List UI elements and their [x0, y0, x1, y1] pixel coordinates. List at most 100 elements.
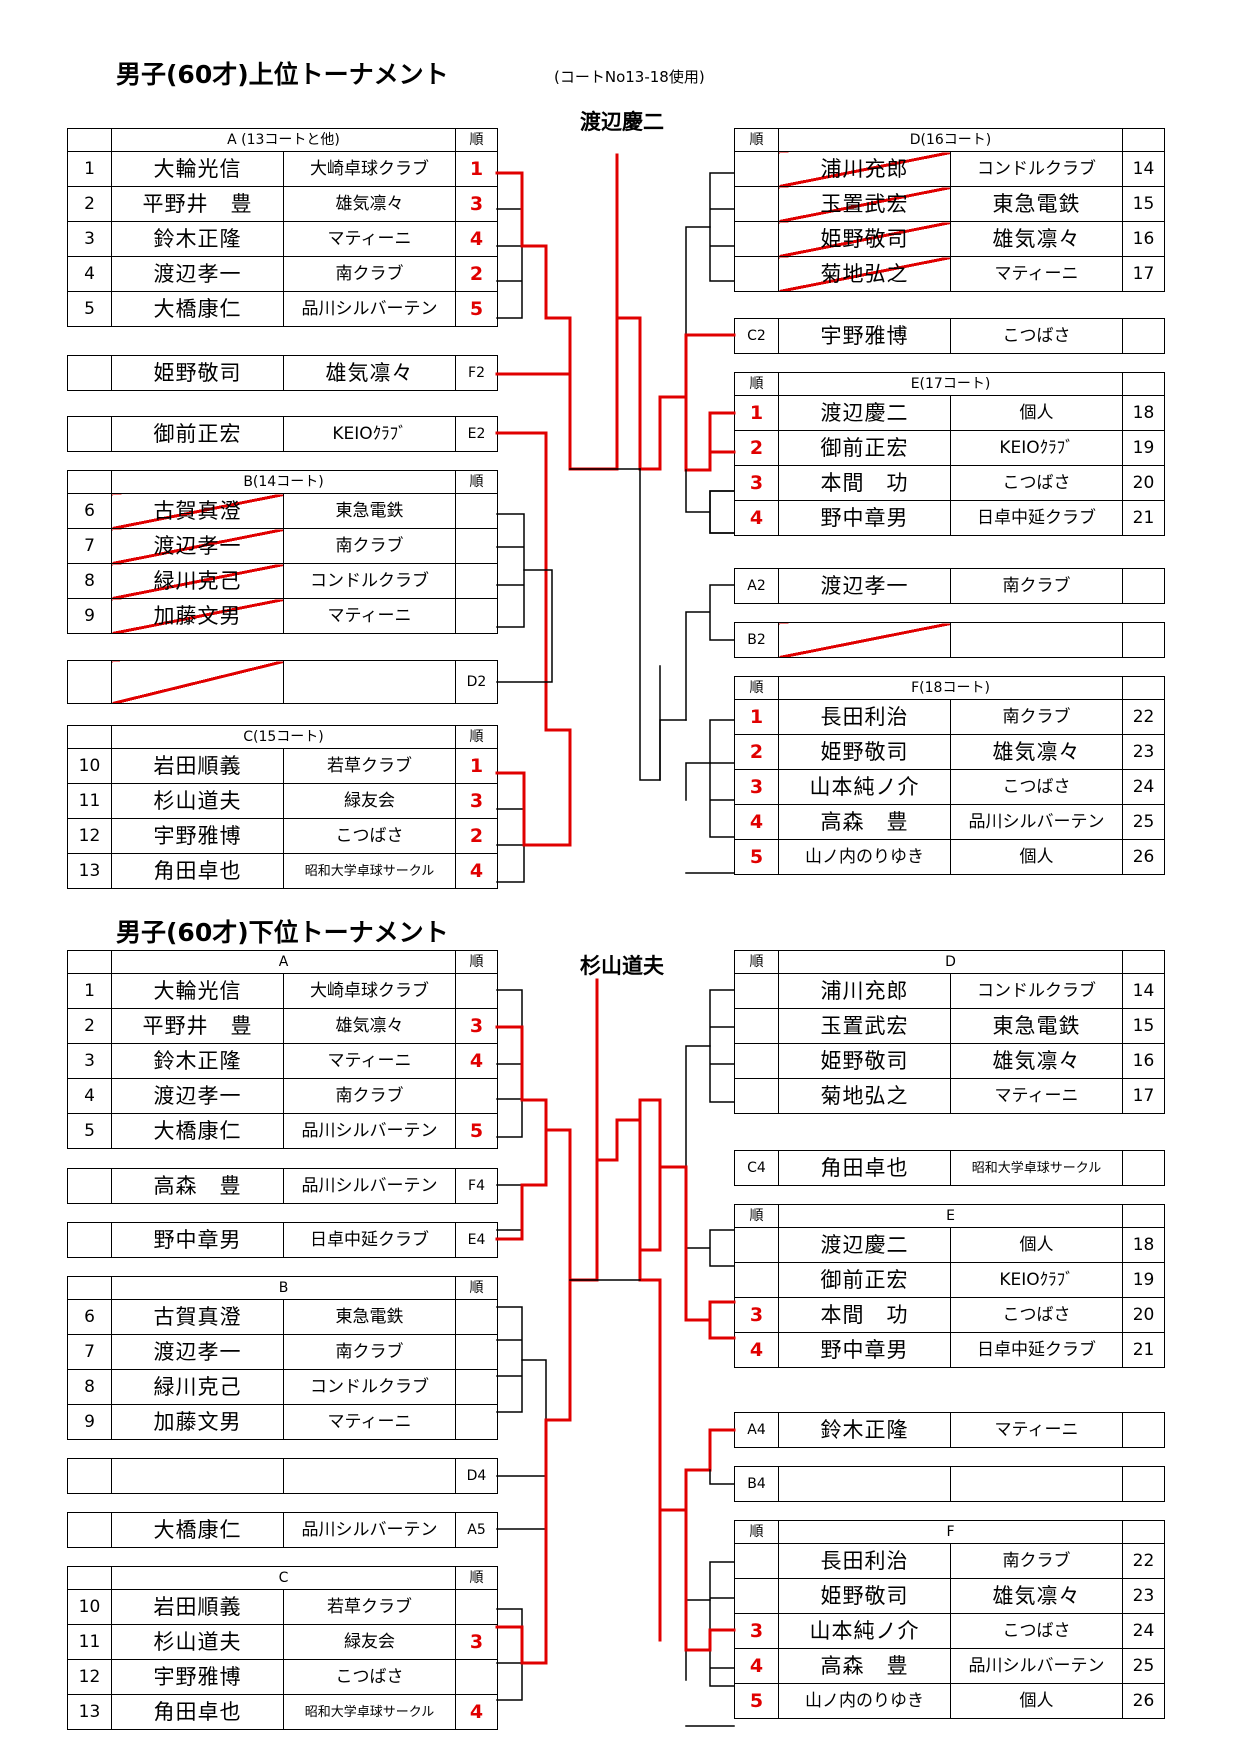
slot-club: 品川シルバーテン [283, 1512, 456, 1548]
player-rank: 2 [455, 818, 499, 854]
player-no: 2 [67, 186, 112, 222]
player-rank: 5 [734, 839, 779, 875]
player-club: 昭和大学卓球サークル [282, 853, 457, 889]
bracket-line [709, 1469, 735, 1485]
bracket-line [495, 1025, 572, 1282]
player-name: 杉山道夫 [111, 783, 284, 819]
player-rank: 1 [455, 151, 499, 187]
player-club: 個人 [950, 1683, 1123, 1719]
player-name: 大輪光信 [111, 151, 284, 187]
slot-club [283, 1458, 456, 1494]
player-no: 13 [67, 853, 112, 889]
player-no: 12 [67, 818, 112, 854]
player-club: マティーニ [283, 598, 456, 634]
player-no: 17 [1122, 256, 1165, 292]
player-no: 21 [1122, 1332, 1166, 1368]
bracket-line [496, 1475, 547, 1530]
bracket-line [496, 1306, 523, 1413]
player-club: 日卓中延クラブ [950, 500, 1123, 536]
player-club: こつばさ [950, 465, 1123, 501]
player-club: 若草クラブ [282, 748, 457, 784]
slot-name: 大橋康仁 [111, 1512, 284, 1548]
player-rank: 3 [455, 1008, 499, 1044]
slot-label: A4 [734, 1412, 779, 1448]
bracket-line [685, 226, 711, 336]
bracket-line [495, 316, 572, 376]
order-label: 順 [734, 128, 779, 152]
order-label: 順 [455, 470, 498, 494]
player-rank: 3 [734, 769, 779, 805]
player-name: 緑川克己 [111, 563, 284, 599]
bracket-line [496, 569, 553, 683]
player-name: 渡辺慶二 [778, 1227, 951, 1263]
player-rank: 2 [455, 256, 499, 292]
player-no: 24 [1122, 769, 1166, 805]
player-name: 高森 豊 [778, 804, 951, 840]
player-rank [455, 1369, 499, 1405]
player-rank [455, 528, 498, 564]
slot-label: B2 [734, 622, 779, 658]
player-no: 16 [1122, 1043, 1165, 1079]
slot-club: こつばさ [950, 318, 1123, 354]
bracket-line [709, 719, 735, 838]
lower-slot-d4: D4 [67, 1458, 498, 1494]
player-club: マティーニ [282, 1043, 457, 1079]
player-name: 姫野敬司 [778, 221, 951, 257]
bracket-line [495, 1128, 548, 1241]
player-rank: 4 [455, 221, 499, 257]
player-club: 南クラブ [282, 256, 457, 292]
player-club: コンドルクラブ [283, 563, 456, 599]
player-no: 3 [67, 221, 112, 257]
player-club: 昭和大学卓球サークル [283, 1694, 456, 1730]
player-no: 16 [1122, 221, 1165, 257]
bracket-line [496, 513, 525, 628]
bracket-line [496, 989, 523, 1138]
player-rank [734, 256, 779, 292]
player-no: 26 [1122, 1683, 1165, 1719]
player-name: 長田利治 [778, 699, 951, 735]
player-rank [455, 1404, 499, 1440]
player-name: 高森 豊 [778, 1648, 951, 1684]
player-club: 若草クラブ [283, 1589, 456, 1625]
slot-name: 御前正宏 [111, 416, 284, 452]
player-rank [734, 1578, 779, 1614]
player-name: 渡辺孝一 [111, 256, 284, 292]
bracket-line [684, 1508, 736, 1652]
player-name: 御前正宏 [778, 1262, 951, 1298]
bracket-line [639, 468, 661, 781]
bracket-line [496, 172, 523, 319]
player-rank: 3 [455, 1624, 498, 1660]
player-club: こつばさ [949, 1297, 1124, 1333]
bracket-line [709, 1561, 735, 1687]
slot-label: F2 [455, 355, 498, 391]
player-no: 10 [67, 1589, 112, 1625]
bracket-line [638, 1098, 736, 1340]
player-name: 山ノ内のりゆき [778, 1683, 951, 1719]
player-no: 26 [1122, 839, 1166, 875]
player-name: 加藤文男 [111, 598, 284, 634]
player-club: 南クラブ [949, 699, 1124, 735]
bracket-line [685, 1045, 711, 1168]
slot-club: 雄気凛々 [283, 355, 456, 391]
group-header: D [778, 950, 1123, 974]
player-no: 3 [67, 1043, 112, 1079]
player-rank: 4 [455, 853, 499, 889]
player-rank [734, 1543, 779, 1579]
player-name: 玉置武宏 [778, 1008, 951, 1044]
player-club: 品川シルバーテン [282, 291, 457, 327]
player-rank [455, 1589, 498, 1625]
